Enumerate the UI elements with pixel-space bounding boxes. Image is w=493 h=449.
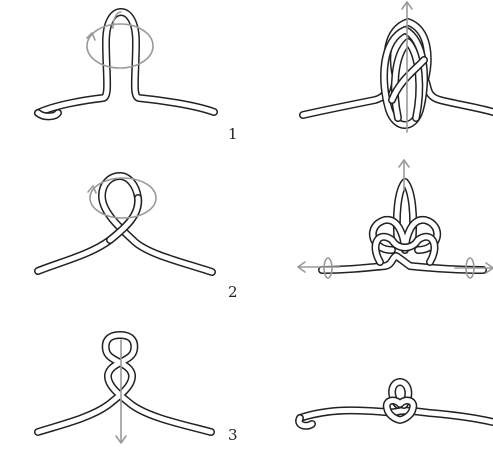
step-number-2: 2	[228, 283, 238, 301]
step-4-rope	[303, 22, 493, 125]
step-number-3: 3	[228, 426, 238, 444]
step-number-1: 1	[228, 125, 238, 143]
step-1-twist-arrow	[87, 12, 153, 68]
step-2-rope	[38, 176, 212, 272]
step-1-rope	[38, 12, 214, 116]
step-5-rope	[322, 182, 483, 270]
step-6-rope	[299, 382, 493, 426]
step-3-rope	[38, 335, 211, 432]
